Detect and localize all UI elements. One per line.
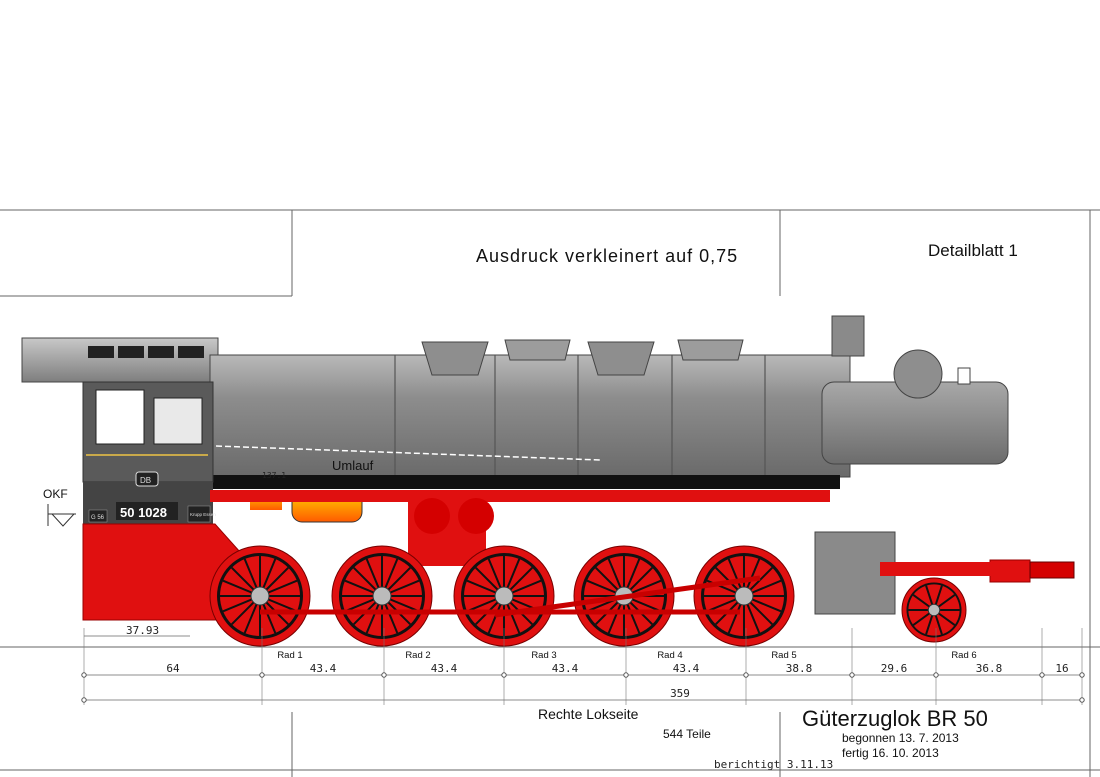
class-mark: G 56 [91, 515, 105, 521]
wheel [693, 545, 795, 647]
side-rods [260, 575, 761, 618]
finish-date: fertig 16. 10. 2013 [842, 746, 939, 760]
sheet-label: Detailblatt 1 [928, 241, 1018, 260]
wheel-label: Rad 4 [657, 650, 682, 661]
dimension-value: 38.8 [786, 662, 813, 675]
dimension-value: 43.4 [552, 662, 579, 675]
okf-label: OKF [43, 487, 68, 501]
builder-plate: Krupp Essen [190, 512, 216, 517]
db-logo-plate [135, 471, 159, 487]
pony-frame [880, 562, 1000, 576]
wheel-label: Rad 6 [951, 650, 976, 661]
dimension-value: 43.4 [310, 662, 337, 675]
cab-window-left [95, 389, 145, 445]
dimension-total: 359 [670, 687, 690, 700]
dimension-value: 29.6 [881, 662, 908, 675]
sheet-frame [0, 209, 1100, 777]
chimney [831, 315, 865, 357]
number-plate [116, 502, 178, 520]
smokebox-door [893, 349, 943, 399]
walkway-line [215, 445, 601, 461]
wheel [209, 545, 311, 647]
dimension-value: 36.8 [976, 662, 1003, 675]
wheel-labels: Rad 1 Rad 2 Rad 3 Rad 4 Rad 5 Rad 6 [277, 650, 976, 661]
walkway-label: Umlauf [332, 458, 374, 473]
cab-window-right [153, 397, 203, 445]
dimension-value: 43.4 [673, 662, 700, 675]
cab-roof [21, 337, 219, 383]
roof-vents [88, 346, 204, 358]
dimension-chain: 64 43.4 43.4 43.4 43.4 38.8 29.6 36.8 16 359 [81, 628, 1085, 705]
print-scale-note: Ausdruck verkleinert auf 0,75 [476, 246, 738, 266]
cab-offset-dim: 37.93 [126, 624, 159, 637]
locomotive: DB 50 1028 G 56 Krupp Essen Umlauf 137. [21, 315, 1075, 647]
boiler [209, 354, 851, 478]
buffer [1029, 561, 1075, 579]
domes [421, 339, 744, 376]
rail-level-symbol: OKF [43, 487, 76, 527]
wheel [331, 545, 433, 647]
wheel-label: Rad 5 [771, 650, 796, 661]
dimension-value: 16 [1055, 662, 1068, 675]
wheel [453, 545, 555, 647]
parts-count: 544 Teile [663, 727, 711, 741]
loco-number: 50 1028 [120, 505, 167, 520]
dimension-value: 43.4 [431, 662, 458, 675]
wheel [901, 577, 967, 643]
small-dimension: 137.1 [262, 471, 286, 480]
dimension-value: 64 [166, 662, 180, 675]
side-label: Rechte Lokseite [538, 706, 639, 722]
correction-date: berichtigt 3.11.13 [714, 758, 833, 771]
wheel-label: Rad 2 [405, 650, 430, 661]
start-date: begonnen 13. 7. 2013 [842, 731, 959, 745]
lamp-bracket [957, 367, 971, 385]
db-logo: DB [140, 476, 151, 485]
wheel-label: Rad 3 [531, 650, 556, 661]
running-board [210, 475, 840, 489]
main-frame [210, 490, 830, 502]
drawing-title: Güterzuglok BR 50 [802, 706, 988, 731]
wheel-label: Rad 1 [277, 650, 302, 661]
